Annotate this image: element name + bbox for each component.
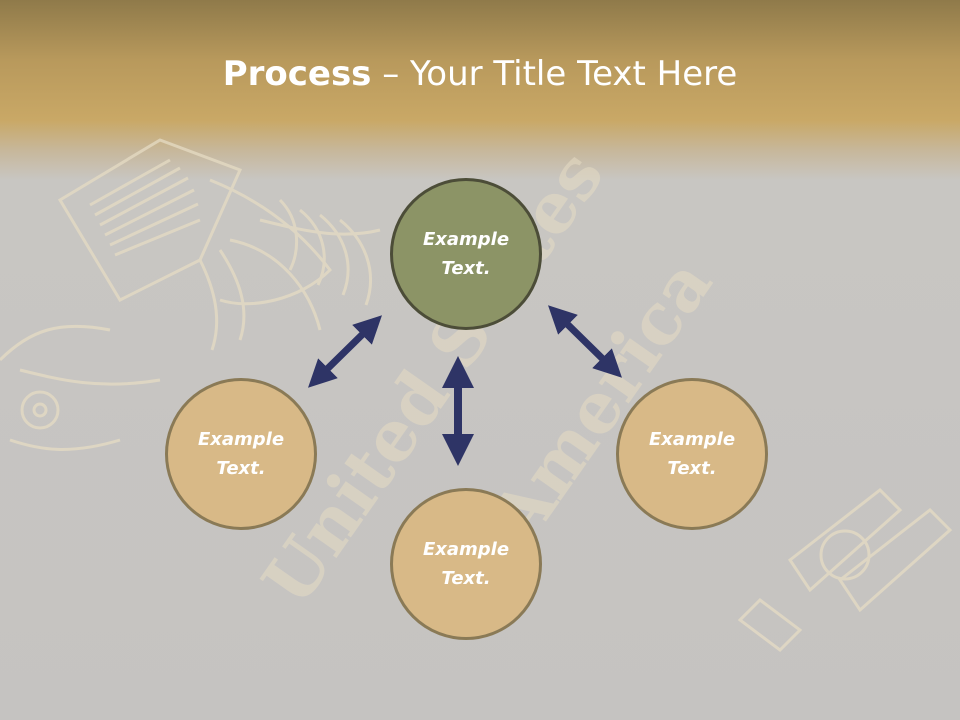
process-node-top: Example Text. <box>390 178 542 330</box>
process-node-left: Example Text. <box>165 378 317 530</box>
process-node-right: Example Text. <box>616 378 768 530</box>
node-label: Example Text. <box>422 229 510 279</box>
node-label: Example Text. <box>197 429 285 479</box>
process-node-bottom: Example Text. <box>390 488 542 640</box>
double-arrow-icon <box>308 315 382 388</box>
title-bold: Process <box>222 54 372 94</box>
title-rest: – Your Title Text Here <box>371 54 738 94</box>
double-arrow-icon <box>548 305 622 378</box>
slide-title: Process – Your Title Text Here <box>0 52 960 96</box>
node-label: Example Text. <box>648 429 736 479</box>
node-label: Example Text. <box>422 539 510 589</box>
